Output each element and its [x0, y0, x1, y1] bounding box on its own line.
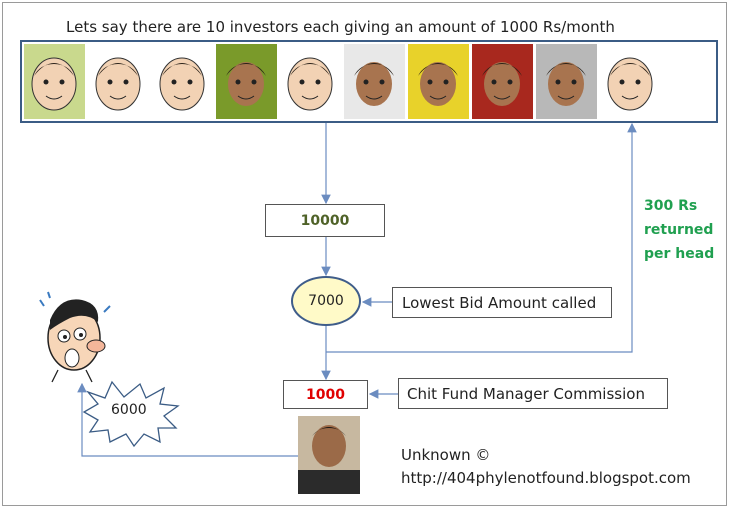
- payout-amount: 6000: [111, 402, 147, 418]
- lowest-bid-ellipse: 7000: [291, 276, 361, 326]
- credits-author: Unknown ©: [401, 444, 691, 467]
- commission-amount-box: 1000: [283, 380, 368, 409]
- lowest-bid-label: Lowest Bid Amount called: [392, 287, 612, 318]
- worried-man-cartoon-icon: [40, 292, 110, 382]
- returned-line-2: returned: [644, 218, 714, 242]
- returned-per-head-text: 300 Rs returned per head: [644, 194, 714, 266]
- credits: Unknown © http://404phylenotfound.blogsp…: [401, 444, 691, 490]
- commission-label: Chit Fund Manager Commission: [398, 378, 668, 409]
- manager-photo-icon: [298, 416, 360, 494]
- returned-line-1: 300 Rs: [644, 194, 714, 218]
- returned-line-3: per head: [644, 242, 714, 266]
- credits-url: http://404phylenotfound.blogspot.com: [401, 467, 691, 490]
- total-amount-box: 10000: [265, 204, 385, 237]
